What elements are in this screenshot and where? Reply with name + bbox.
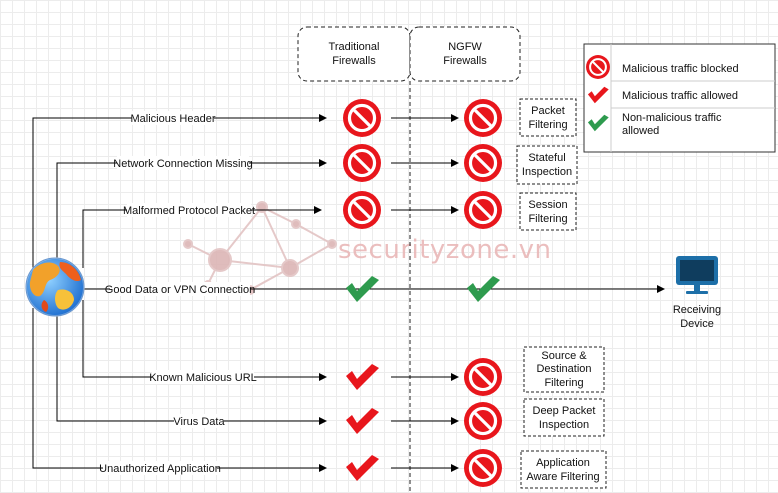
destination-label: Device — [680, 318, 714, 330]
feature-line: Filtering — [528, 119, 567, 131]
allowed-checkmark-icon — [587, 114, 609, 132]
malicious-allowed-checkmark-icon — [346, 364, 379, 390]
watermark-text: securityzone.vn — [338, 235, 551, 265]
header-line: NGFW — [448, 41, 482, 53]
feature-line: Stateful — [528, 152, 565, 164]
row-label: Malformed Protocol Packet — [123, 205, 255, 217]
allowed-checkmark-icon — [346, 276, 379, 302]
row-label: Good Data or VPN Connection — [105, 284, 255, 296]
legend-label: Malicious traffic allowed — [622, 90, 738, 102]
feature-box: Application Aware Filtering — [520, 450, 607, 489]
header-line: Traditional — [329, 41, 380, 53]
blocked-icon — [343, 191, 381, 229]
feature-line: Deep Packet — [533, 405, 596, 417]
blocked-icon — [586, 55, 610, 79]
row-label: Malicious Header — [131, 113, 216, 125]
blocked-icon — [464, 144, 502, 182]
legend-label: Non-malicious traffic — [622, 112, 722, 124]
feature-line: Packet — [531, 105, 565, 117]
feature-box: Packet Filtering — [519, 98, 577, 137]
blocked-icon — [464, 449, 502, 487]
feature-box: Source & Destination Filtering — [523, 346, 605, 393]
row-label: Virus Data — [173, 416, 225, 428]
globe-icon — [25, 257, 85, 317]
feature-box: Stateful Inspection — [516, 145, 578, 185]
legend-label: Malicious traffic blocked — [622, 63, 739, 75]
legend-label: allowed — [622, 125, 659, 137]
feature-line: Aware Filtering — [526, 471, 599, 483]
feature-box: Deep Packet Inspection — [523, 398, 605, 437]
feature-line: Filtering — [528, 213, 567, 225]
legend: Malicious traffic blocked Malicious traf… — [583, 43, 776, 153]
row-label: Known Malicious URL — [149, 372, 257, 384]
column-header-traditional: Traditional Firewalls — [297, 26, 411, 82]
feature-line: Inspection — [522, 166, 572, 178]
column-header-ngfw: NGFW Firewalls — [409, 26, 521, 82]
header-line: Firewalls — [443, 55, 487, 67]
feature-box: Session Filtering — [519, 192, 577, 231]
row-labels: Malicious Header Network Connection Miss… — [99, 111, 257, 475]
feature-line: Inspection — [539, 419, 589, 431]
allowed-checkmark-icon — [467, 276, 500, 302]
feature-line: Source & — [541, 350, 587, 362]
feature-line: Filtering — [544, 377, 583, 389]
blocked-icon — [464, 191, 502, 229]
malicious-allowed-checkmark-icon — [346, 455, 379, 481]
row-label: Unauthorized Application — [99, 463, 221, 475]
feature-boxes: Packet Filtering Stateful Inspection Ses… — [516, 98, 607, 489]
monitor-icon — [676, 256, 718, 294]
feature-line: Application — [536, 457, 590, 469]
malicious-allowed-checkmark-icon — [346, 408, 379, 434]
feature-line: Session — [528, 199, 567, 211]
blocked-icon — [343, 99, 381, 137]
malicious-allowed-checkmark-icon — [587, 86, 609, 104]
feature-line: Destination — [536, 363, 591, 375]
blocked-icon — [464, 402, 502, 440]
blocked-icon — [464, 358, 502, 396]
destination-label: Receiving — [673, 304, 721, 316]
status-icons — [343, 99, 502, 487]
blocked-icon — [464, 99, 502, 137]
header-line: Firewalls — [332, 55, 376, 67]
blocked-icon — [343, 144, 381, 182]
row-label: Network Connection Missing — [113, 158, 252, 170]
